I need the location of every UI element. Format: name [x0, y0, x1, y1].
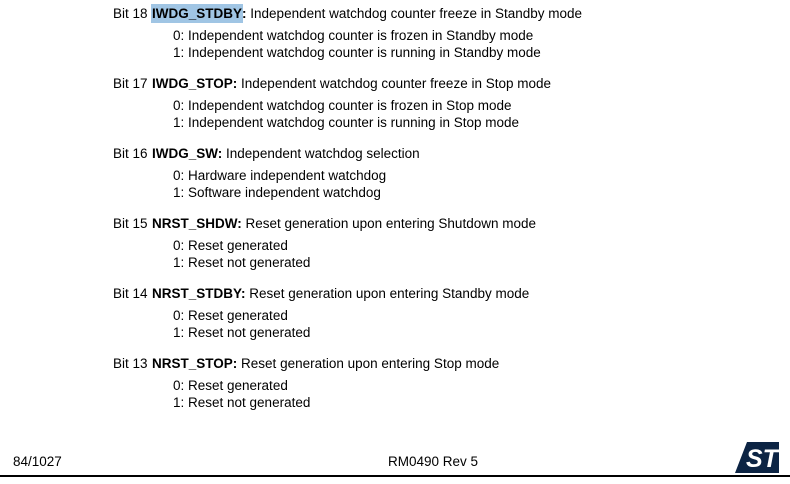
bit-description: Reset generation upon entering Stop mode [241, 356, 500, 371]
bit-field-name: NRST_SHDW [152, 216, 238, 231]
bit-field-name-highlighted: IWDG_STDBY [151, 4, 244, 23]
bit-16-values: 0: Hardware independent watchdog 1: Soft… [113, 167, 733, 201]
value-line: 1: Reset not generated [173, 325, 311, 340]
footer-rule [0, 475, 790, 477]
footer-doc-reference: RM0490 Rev 5 [388, 454, 479, 469]
bit-14-heading: Bit 14 NRST_STDBY: Reset generation upon … [113, 285, 733, 303]
bit-15-values: 0: Reset generated 1: Reset not generate… [113, 237, 733, 271]
bit-description: Reset generation upon entering Shutdown … [245, 216, 536, 231]
bit-field-name: IWDG_STOP [152, 76, 233, 91]
bit-15-group: Bit 15 NRST_SHDW: Reset generation upon e… [113, 215, 733, 271]
value-line: 0: Reset generated [173, 378, 288, 393]
bit-number: Bit 13 [113, 356, 148, 371]
bit-number: Bit 16 [113, 146, 148, 161]
colon: : [232, 356, 238, 371]
value-line: 1: Reset not generated [173, 395, 311, 410]
svg-text:ST: ST [746, 445, 779, 473]
bit-16-heading: Bit 16 IWDG_SW: Independent watchdog sele… [113, 145, 733, 163]
bit-13-values: 0: Reset generated 1: Reset not generate… [113, 377, 733, 411]
bit-13-group: Bit 13 NRST_STOP: Reset generation upon e… [113, 355, 733, 411]
bit-14-values: 0: Reset generated 1: Reset not generate… [113, 307, 733, 341]
value-line: 1: Software independent watchdog [173, 185, 381, 200]
footer-page-number: 84/1027 [13, 454, 62, 469]
bit-description: Independent watchdog counter freeze in S… [250, 6, 583, 21]
value-line: 1: Reset not generated [173, 255, 311, 270]
bit-14-group: Bit 14 NRST_STDBY: Reset generation upon … [113, 285, 733, 341]
bit-field-name: NRST_STDBY [152, 286, 242, 301]
bit-13-heading: Bit 13 NRST_STOP: Reset generation upon e… [113, 355, 733, 373]
value-line: 1: Independent watchdog counter is runni… [173, 115, 519, 130]
colon: : [217, 146, 223, 161]
bit-field-name: NRST_STOP [152, 356, 233, 371]
value-line: 1: Independent watchdog counter is runni… [173, 45, 541, 60]
bit-field-name: IWDG_SW [152, 146, 218, 161]
value-line: 0: Independent watchdog counter is froze… [173, 98, 512, 113]
bit-16-group: Bit 16 IWDG_SW: Independent watchdog sele… [113, 145, 733, 201]
value-line: 0: Reset generated [173, 238, 288, 253]
bit-number: Bit 17 [113, 76, 148, 91]
bit-number: Bit 18 [113, 6, 148, 21]
bit-18-values: 0: Independent watchdog counter is froze… [113, 27, 733, 61]
colon: : [237, 216, 242, 231]
colon: : [242, 6, 247, 21]
bit-number: Bit 14 [113, 286, 148, 301]
st-logo-icon: ST [735, 442, 779, 473]
bit-description: Reset generation upon entering Standby m… [249, 286, 530, 301]
bit-17-values: 0: Independent watchdog counter is froze… [113, 97, 733, 131]
value-line: 0: Hardware independent watchdog [173, 168, 387, 183]
colon: : [232, 76, 238, 91]
bit-17-group: Bit 17 IWDG_STOP: Independent watchdog co… [113, 75, 733, 131]
bit-number: Bit 15 [113, 216, 148, 231]
colon: : [241, 286, 246, 301]
bit-description: Independent watchdog selection [226, 146, 420, 161]
value-line: 0: Independent watchdog counter is froze… [173, 28, 534, 43]
bit-17-heading: Bit 17 IWDG_STOP: Independent watchdog co… [113, 75, 733, 93]
bit-description: Independent watchdog counter freeze in S… [241, 76, 551, 91]
value-line: 0: Reset generated [173, 308, 288, 323]
bit-15-heading: Bit 15 NRST_SHDW: Reset generation upon e… [113, 215, 733, 233]
